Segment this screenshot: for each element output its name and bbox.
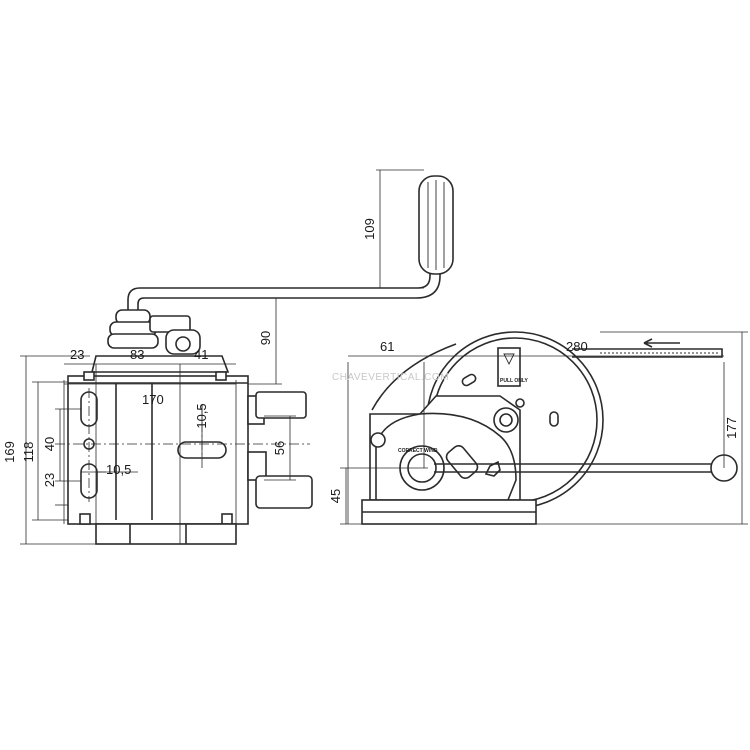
ratchet-knob [107, 309, 201, 355]
dim-10-5-left: 10,5 [106, 462, 131, 477]
dim-56: 56 [272, 441, 287, 455]
dim-41: 41 [194, 347, 208, 362]
dim-23-horiz: 23 [70, 347, 84, 362]
side-view: PULL ONLY CORRECT WIND 109 177 [328, 169, 748, 525]
dim-90: 90 [258, 331, 273, 345]
dim-45: 45 [328, 489, 343, 503]
crank-rod [434, 463, 716, 473]
base-plate [95, 523, 237, 545]
dim-83: 83 [130, 347, 144, 362]
pull-only-text: PULL ONLY [500, 378, 528, 384]
watermark: CHAVEVERTICAL.COM [332, 372, 449, 383]
crank-arm-inner [137, 266, 441, 322]
hub-bolt [493, 407, 519, 433]
dim-40: 40 [42, 437, 57, 451]
dim-61: 61 [380, 339, 394, 354]
crank-arm-outer [127, 266, 431, 322]
dim-10-5-right: 10,5 [194, 403, 209, 428]
front-view: 169 118 40 23 10,5 10,5 56 90 23 83 41 1… [2, 175, 454, 545]
pawl [445, 444, 479, 480]
dim-280: 280 [566, 339, 588, 354]
dim-169: 169 [2, 441, 17, 463]
dim-177: 177 [724, 417, 739, 439]
pull-only-label [497, 347, 521, 387]
frame-edge [371, 343, 457, 411]
crank-grip [418, 175, 454, 275]
dim-170: 170 [142, 392, 164, 407]
pull-direction-arrow [643, 338, 680, 348]
dim-109: 109 [362, 218, 377, 240]
cable-strap [572, 348, 723, 358]
dim-23-vert: 23 [42, 473, 57, 487]
drum-label-text: CORRECT WIND [398, 448, 438, 454]
dim-118: 118 [21, 442, 36, 463]
